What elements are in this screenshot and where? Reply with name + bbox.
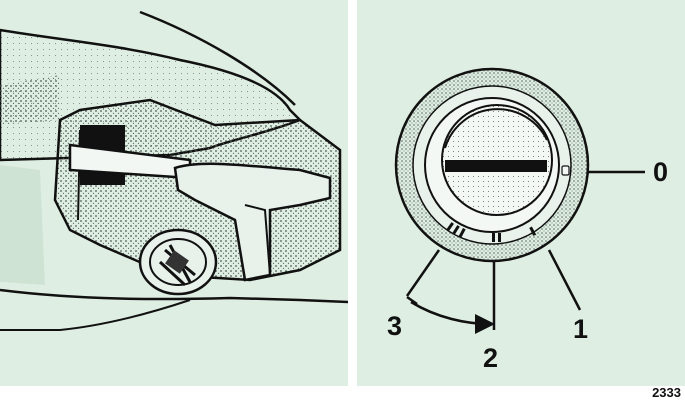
position-label-1: 1 [573, 314, 588, 344]
ignition-switch-diagram: 0 1 2 3 [357, 0, 685, 386]
leader-line-1 [547, 249, 582, 311]
position-label-3: 3 [387, 311, 402, 341]
position-marks [446, 222, 537, 242]
leader-line-3 [405, 249, 441, 297]
position-label-2: 2 [483, 343, 498, 373]
position-label-0: 0 [653, 157, 668, 187]
steering-column-drawing [0, 0, 348, 386]
steering-column-illustration [0, 0, 348, 386]
key-slot [445, 160, 547, 172]
return-arrow [410, 300, 495, 334]
figure-number: 2333 [652, 385, 681, 400]
ignition-switch-drawing: 0 1 2 3 [357, 0, 685, 386]
